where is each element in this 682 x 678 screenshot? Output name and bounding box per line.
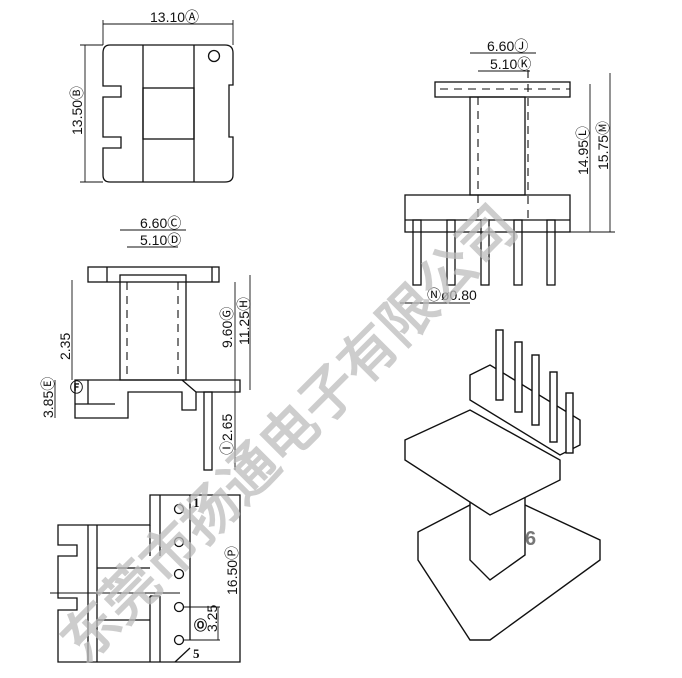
dim-2-35: 2.35	[57, 333, 73, 360]
dim-pin-diameter: Ⓝø0.80	[427, 287, 477, 303]
dim-5-10-d: 5.10Ⓓ	[140, 232, 181, 248]
dim-6-60-c: 6.60Ⓒ	[140, 215, 181, 231]
dim-9-60-g: 9.60Ⓖ	[219, 307, 235, 348]
isometric-view: 6	[404, 329, 601, 641]
dim-11-25-h: 11.25Ⓗ	[236, 297, 252, 345]
dim-6-60-j: 6.60Ⓙ	[487, 38, 528, 54]
dim-5-10-k: 5.10Ⓚ	[490, 56, 531, 72]
dim-3-25: 3.25	[204, 605, 220, 632]
dim-13-50: 13.50Ⓑ	[69, 86, 85, 135]
dim-16-50-p: 16.50Ⓟ	[224, 546, 240, 595]
iso-pin-count-label: 6	[525, 528, 536, 550]
dim-13-10: 13.10Ⓐ	[150, 9, 199, 25]
dim-14-95-l: 14.95Ⓛ	[575, 126, 591, 175]
pin-1-label: 1	[193, 495, 200, 510]
pin-5-label: 5	[193, 646, 200, 661]
dim-15-75-m: 15.75Ⓜ	[595, 121, 611, 170]
dim-3-85-e: 3.85Ⓔ	[40, 377, 56, 418]
bottom-view: 1 5 16.50Ⓟ 3.25 Ⓞ	[50, 494, 241, 663]
dim-2-65-i: Ⓘ2.65	[219, 414, 235, 455]
top-view: 13.10Ⓐ 13.50Ⓑ	[69, 9, 234, 183]
front-view: 6.60Ⓒ 5.10Ⓓ 2.35 3.85Ⓔ Ⓕ 9.60Ⓖ 11.25Ⓗ Ⓘ2…	[40, 215, 252, 471]
side-view: 6.60Ⓙ 5.10Ⓚ 14.95Ⓛ 15.75Ⓜ Ⓝø0.80	[400, 38, 615, 304]
label-o: Ⓞ	[194, 618, 207, 633]
label-f: Ⓕ	[70, 380, 83, 395]
